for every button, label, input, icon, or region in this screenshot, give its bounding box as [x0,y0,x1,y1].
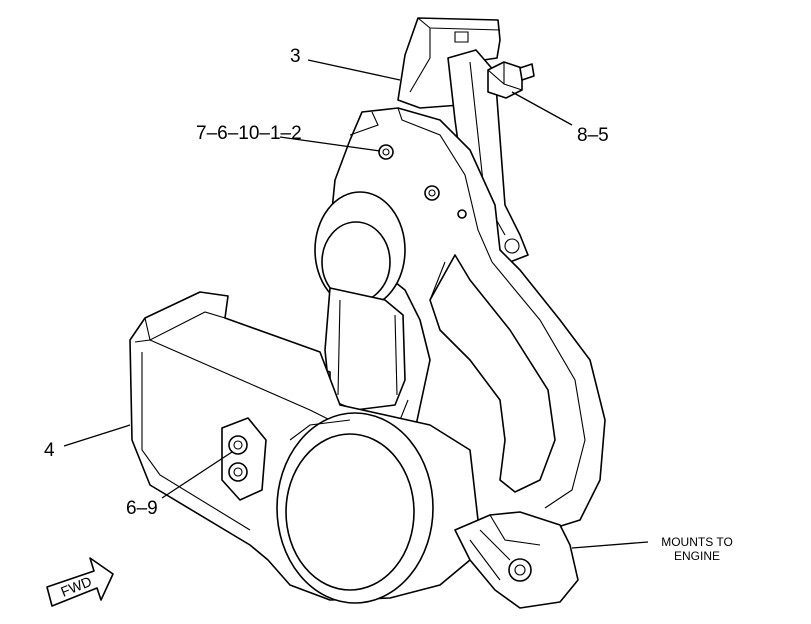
upper-bracket [314,17,606,531]
engine-mount-foot [454,511,579,609]
callout-7-6-10-1-2: 7–6–10–1–2 [196,123,302,144]
leader-4 [63,424,131,447]
callout-8-5: 8–5 [577,125,609,146]
callout-mounts-to: MOUNTS TO [661,535,733,549]
leader-6-9 [161,451,233,499]
callout-engine: ENGINE [674,549,720,563]
fwd-arrow: FWD [46,557,114,607]
callout-6-9: 6–9 [126,498,158,519]
leader-3 [307,59,401,81]
leader-mounts-to-engine [571,541,649,549]
bolt-8-5 [487,61,535,99]
leader-8-5 [511,91,573,126]
leader-7-6-10-1-2 [279,136,381,152]
bolt-7-6-10-1-2 [378,144,394,160]
bolts-6-9 [221,417,267,501]
callout-4: 4 [44,440,55,461]
lower-housing [129,291,579,609]
callout-3: 3 [290,46,301,67]
